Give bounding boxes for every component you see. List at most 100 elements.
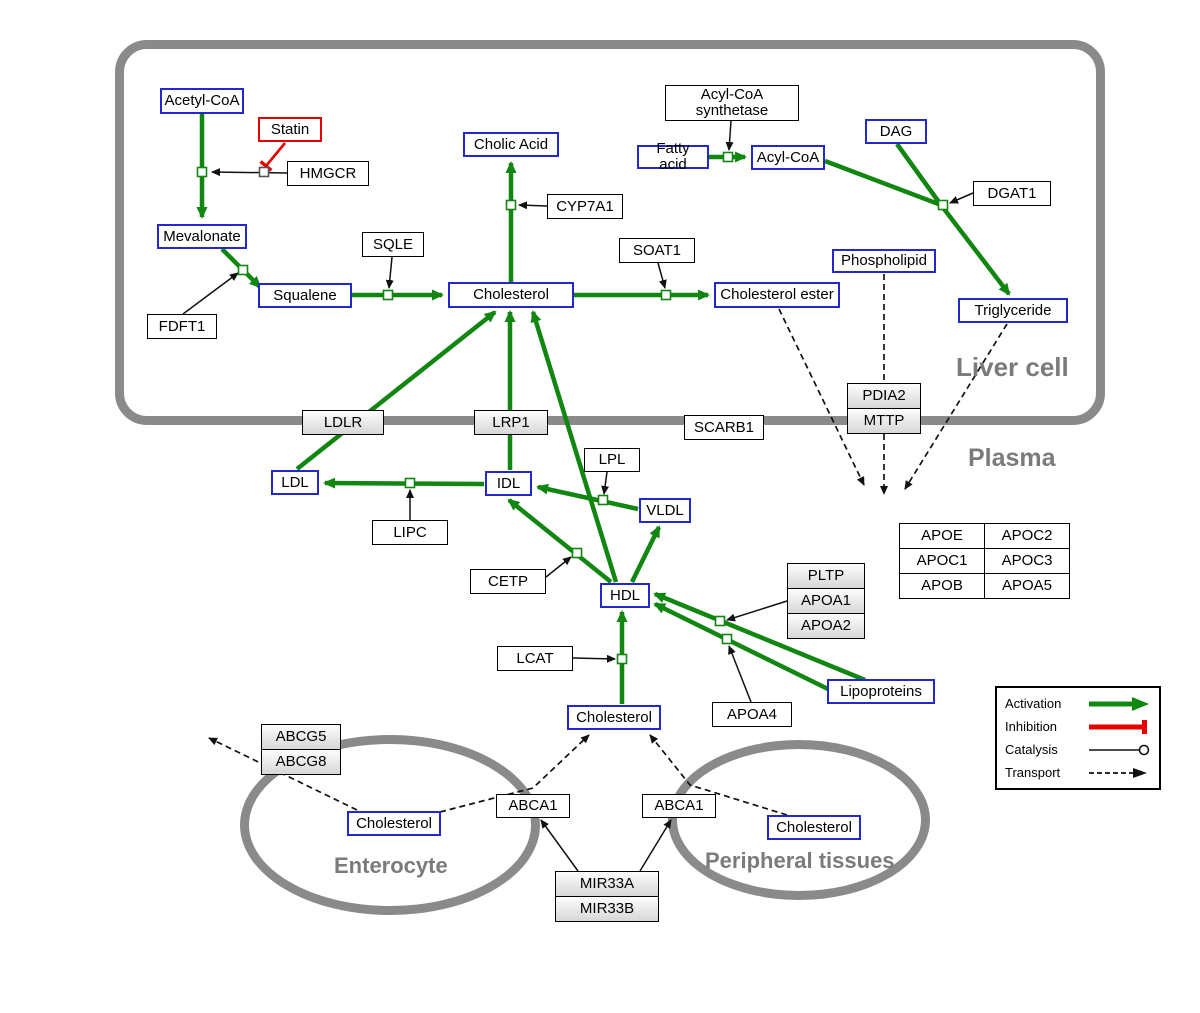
node-soat1[interactable]: SOAT1 bbox=[619, 238, 695, 263]
node-dgat1[interactable]: DGAT1 bbox=[973, 181, 1051, 206]
node-sqle[interactable]: SQLE bbox=[362, 232, 424, 257]
node-apob[interactable]: APOB bbox=[899, 573, 985, 599]
node-apoa5[interactable]: APOA5 bbox=[984, 573, 1070, 599]
node-cyp7a1[interactable]: CYP7A1 bbox=[547, 194, 623, 219]
reaction-anchor bbox=[721, 633, 733, 645]
node-abca1-enterocyte[interactable]: ABCA1 bbox=[496, 794, 570, 818]
node-hdl[interactable]: HDL bbox=[600, 583, 650, 608]
node-pltp[interactable]: PLTP bbox=[787, 563, 865, 589]
legend-catalysis-label: Catalysis bbox=[1005, 742, 1058, 757]
edge-vldl-to-idl bbox=[536, 483, 639, 512]
edge-cholesterol-ester-secretion bbox=[778, 308, 865, 486]
reaction-anchor bbox=[237, 264, 249, 276]
reaction-anchor bbox=[722, 151, 734, 163]
edge-cetp-catalysis bbox=[545, 556, 572, 578]
node-acyl-coa-synthetase[interactable]: Acyl-CoA synthetase bbox=[665, 85, 799, 121]
node-lipc[interactable]: LIPC bbox=[372, 520, 448, 545]
liver-cell-compartment bbox=[115, 40, 1105, 425]
node-apoc2[interactable]: APOC2 bbox=[984, 523, 1070, 549]
edge-sqle-catalysis bbox=[385, 256, 394, 289]
reaction-anchor bbox=[597, 494, 609, 506]
reaction-anchor bbox=[505, 199, 517, 211]
node-acyl-coa[interactable]: Acyl-CoA bbox=[751, 145, 825, 170]
edge-hdl-to-liver-cholesterol bbox=[530, 310, 619, 583]
reaction-anchor bbox=[404, 477, 416, 489]
enterocyte-compartment bbox=[240, 735, 540, 915]
node-mir33a[interactable]: MIR33A bbox=[555, 871, 659, 897]
edge-peripheral-to-plasma-cholesterol bbox=[649, 734, 788, 816]
edge-ldl-to-liver-cholesterol bbox=[295, 310, 497, 471]
edge-acyl-coa-synthetase-catalysis bbox=[725, 120, 734, 151]
edge-soat1-catalysis bbox=[657, 262, 667, 289]
node-lcat[interactable]: LCAT bbox=[497, 646, 573, 671]
node-acetyl-coa[interactable]: Acetyl-CoA bbox=[160, 88, 244, 114]
node-apoa1[interactable]: APOA1 bbox=[787, 588, 865, 614]
legend-transport-label: Transport bbox=[1005, 765, 1061, 780]
node-fatty-acid[interactable]: Fatty acid bbox=[637, 141, 709, 172]
node-mevalonate[interactable]: Mevalonate bbox=[157, 224, 247, 249]
edge-apoa1-link bbox=[726, 600, 788, 622]
edge-acyl-coa-to-dgat1-junction bbox=[824, 158, 942, 208]
node-fdft1[interactable]: FDFT1 bbox=[147, 314, 217, 339]
node-apoa4[interactable]: APOA4 bbox=[712, 702, 792, 727]
node-lipoproteins[interactable]: Lipoproteins bbox=[827, 679, 935, 704]
node-abca1-peripheral[interactable]: ABCA1 bbox=[642, 794, 716, 818]
reaction-anchor bbox=[660, 289, 672, 301]
node-apoc3[interactable]: APOC3 bbox=[984, 548, 1070, 574]
edge-hmgcr-catalysis bbox=[211, 168, 288, 177]
node-abcg8[interactable]: ABCG8 bbox=[261, 749, 341, 775]
edge-hdl-to-vldl bbox=[629, 525, 662, 583]
legend-row-activation: Activation bbox=[1005, 693, 1151, 715]
edge-hdl-to-idl bbox=[507, 498, 613, 584]
node-idl[interactable]: IDL bbox=[485, 471, 532, 496]
edge-statin-inhibition bbox=[259, 142, 287, 172]
reaction-anchor bbox=[714, 615, 726, 627]
node-hmgcr[interactable]: HMGCR bbox=[287, 161, 369, 186]
node-cholesterol-liver[interactable]: Cholesterol bbox=[448, 282, 574, 308]
edge-mir33-to-abca1-peripheral bbox=[639, 819, 672, 872]
edge-dgat1-catalysis bbox=[949, 192, 974, 204]
node-dag[interactable]: DAG bbox=[865, 119, 927, 144]
edge-triglyceride-secretion bbox=[904, 323, 1008, 490]
node-pdia2[interactable]: PDIA2 bbox=[847, 383, 921, 409]
node-mttp[interactable]: MTTP bbox=[847, 408, 921, 434]
edge-fdft1-catalysis bbox=[182, 272, 239, 315]
edge-mir33-to-abca1-enterocyte bbox=[540, 819, 579, 872]
edge-apoa4-link bbox=[728, 645, 752, 703]
node-cetp[interactable]: CETP bbox=[470, 569, 546, 594]
reaction-anchor bbox=[258, 166, 270, 178]
reaction-anchor bbox=[616, 653, 628, 665]
reaction-anchor bbox=[571, 547, 583, 559]
edge-lpl-catalysis bbox=[601, 471, 610, 495]
node-lpl[interactable]: LPL bbox=[584, 448, 640, 472]
node-scarb1[interactable]: SCARB1 bbox=[684, 415, 764, 440]
edge-dgat1-junction-to-triglyceride bbox=[939, 203, 1011, 296]
node-ldl[interactable]: LDL bbox=[271, 470, 319, 495]
node-cholesterol-plasma[interactable]: Cholesterol bbox=[567, 705, 661, 730]
node-statin[interactable]: Statin bbox=[258, 117, 322, 142]
inhibition-tbar-icon bbox=[1089, 719, 1147, 734]
transport-dashed-arrow-icon bbox=[1089, 767, 1147, 778]
edge-lipoproteins-to-hdl-upper bbox=[653, 591, 866, 683]
node-phospholipid[interactable]: Phospholipid bbox=[832, 249, 936, 273]
node-triglyceride[interactable]: Triglyceride bbox=[958, 298, 1068, 323]
catalysis-line-icon bbox=[1089, 744, 1150, 755]
node-apoe[interactable]: APOE bbox=[899, 523, 985, 549]
node-apoc1[interactable]: APOC1 bbox=[899, 548, 985, 574]
legend-row-inhibition: Inhibition bbox=[1005, 716, 1151, 738]
node-abcg5[interactable]: ABCG5 bbox=[261, 724, 341, 750]
node-ldlr[interactable]: LDLR bbox=[302, 410, 384, 435]
node-cholesterol-ester[interactable]: Cholesterol ester bbox=[714, 282, 840, 308]
node-cholic-acid[interactable]: Cholic Acid bbox=[463, 132, 559, 157]
node-squalene[interactable]: Squalene bbox=[258, 283, 352, 308]
node-cholesterol-peripheral[interactable]: Cholesterol bbox=[767, 815, 861, 840]
node-vldl[interactable]: VLDL bbox=[639, 498, 691, 523]
node-mir33b[interactable]: MIR33B bbox=[555, 896, 659, 922]
node-lrp1[interactable]: LRP1 bbox=[474, 410, 548, 435]
node-apoa2[interactable]: APOA2 bbox=[787, 613, 865, 639]
node-cholesterol-enterocyte[interactable]: Cholesterol bbox=[347, 811, 441, 836]
reaction-anchor bbox=[937, 199, 949, 211]
